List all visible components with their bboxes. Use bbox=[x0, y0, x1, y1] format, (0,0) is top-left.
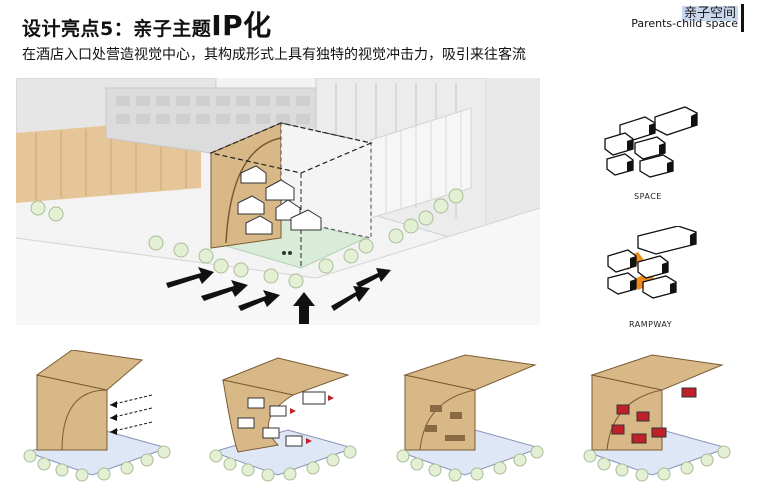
process-diagram-3 bbox=[396, 354, 544, 482]
rampway-diagram bbox=[607, 226, 697, 299]
page-title: 设计亮点5：亲子主题IP化 bbox=[22, 9, 272, 42]
rampway-label: RAMPWAY bbox=[629, 320, 673, 329]
description-text: 在酒店入口处营造视觉中心，其构成形式上具有独特的视觉冲击力，吸引来往客流 bbox=[22, 47, 526, 63]
process-diagram-4 bbox=[583, 354, 731, 482]
section-tag-en: Parents-child space bbox=[631, 17, 738, 30]
hero-axonometric bbox=[16, 78, 540, 325]
tag-bar bbox=[741, 4, 744, 32]
process-diagram-2 bbox=[209, 357, 357, 482]
title-ip: IP化 bbox=[211, 9, 272, 42]
space-diagram bbox=[604, 106, 698, 178]
section-tag-cn: 亲子空间 bbox=[681, 6, 738, 21]
process-diagram-1 bbox=[23, 350, 171, 482]
space-label: SPACE bbox=[634, 192, 662, 201]
